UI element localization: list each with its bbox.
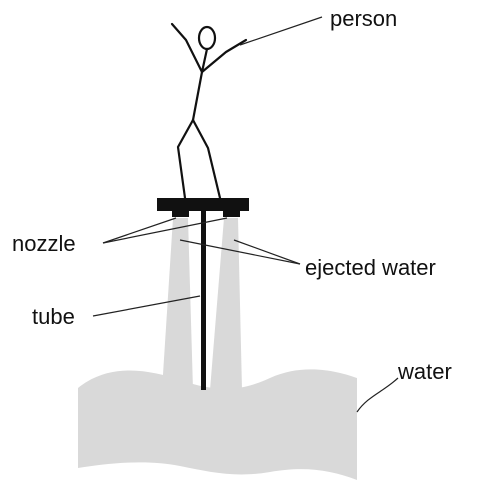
platform: [157, 198, 249, 211]
nozzle-leader-left: [102, 217, 177, 244]
nozzle-leader-right: [102, 217, 228, 244]
ejected-water-leader-right: [233, 239, 301, 265]
person-leader: [239, 16, 323, 46]
ejected-water-leader-left: [179, 239, 301, 265]
nozzle-label: nozzle: [12, 231, 76, 256]
tube-leader: [92, 295, 201, 317]
water-leader: [356, 377, 399, 413]
tube: [201, 205, 206, 390]
person-arm-right: [200, 38, 248, 74]
person-head: [197, 25, 217, 51]
ejected-water-right-jet: [210, 218, 242, 390]
person-leg-left: [176, 118, 195, 200]
ejected-water-label: ejected water: [305, 255, 436, 280]
person-label: person: [330, 6, 397, 31]
person-arm-left: [170, 22, 204, 74]
person-leg-right: [191, 118, 222, 200]
water-body: [78, 369, 357, 480]
nozzle-right: [223, 210, 240, 217]
ejected-water-left-jet: [162, 218, 193, 390]
tube-label: tube: [32, 304, 75, 329]
nozzle-left: [172, 210, 189, 217]
water-label: water: [397, 359, 452, 384]
person-figure: [170, 22, 248, 200]
